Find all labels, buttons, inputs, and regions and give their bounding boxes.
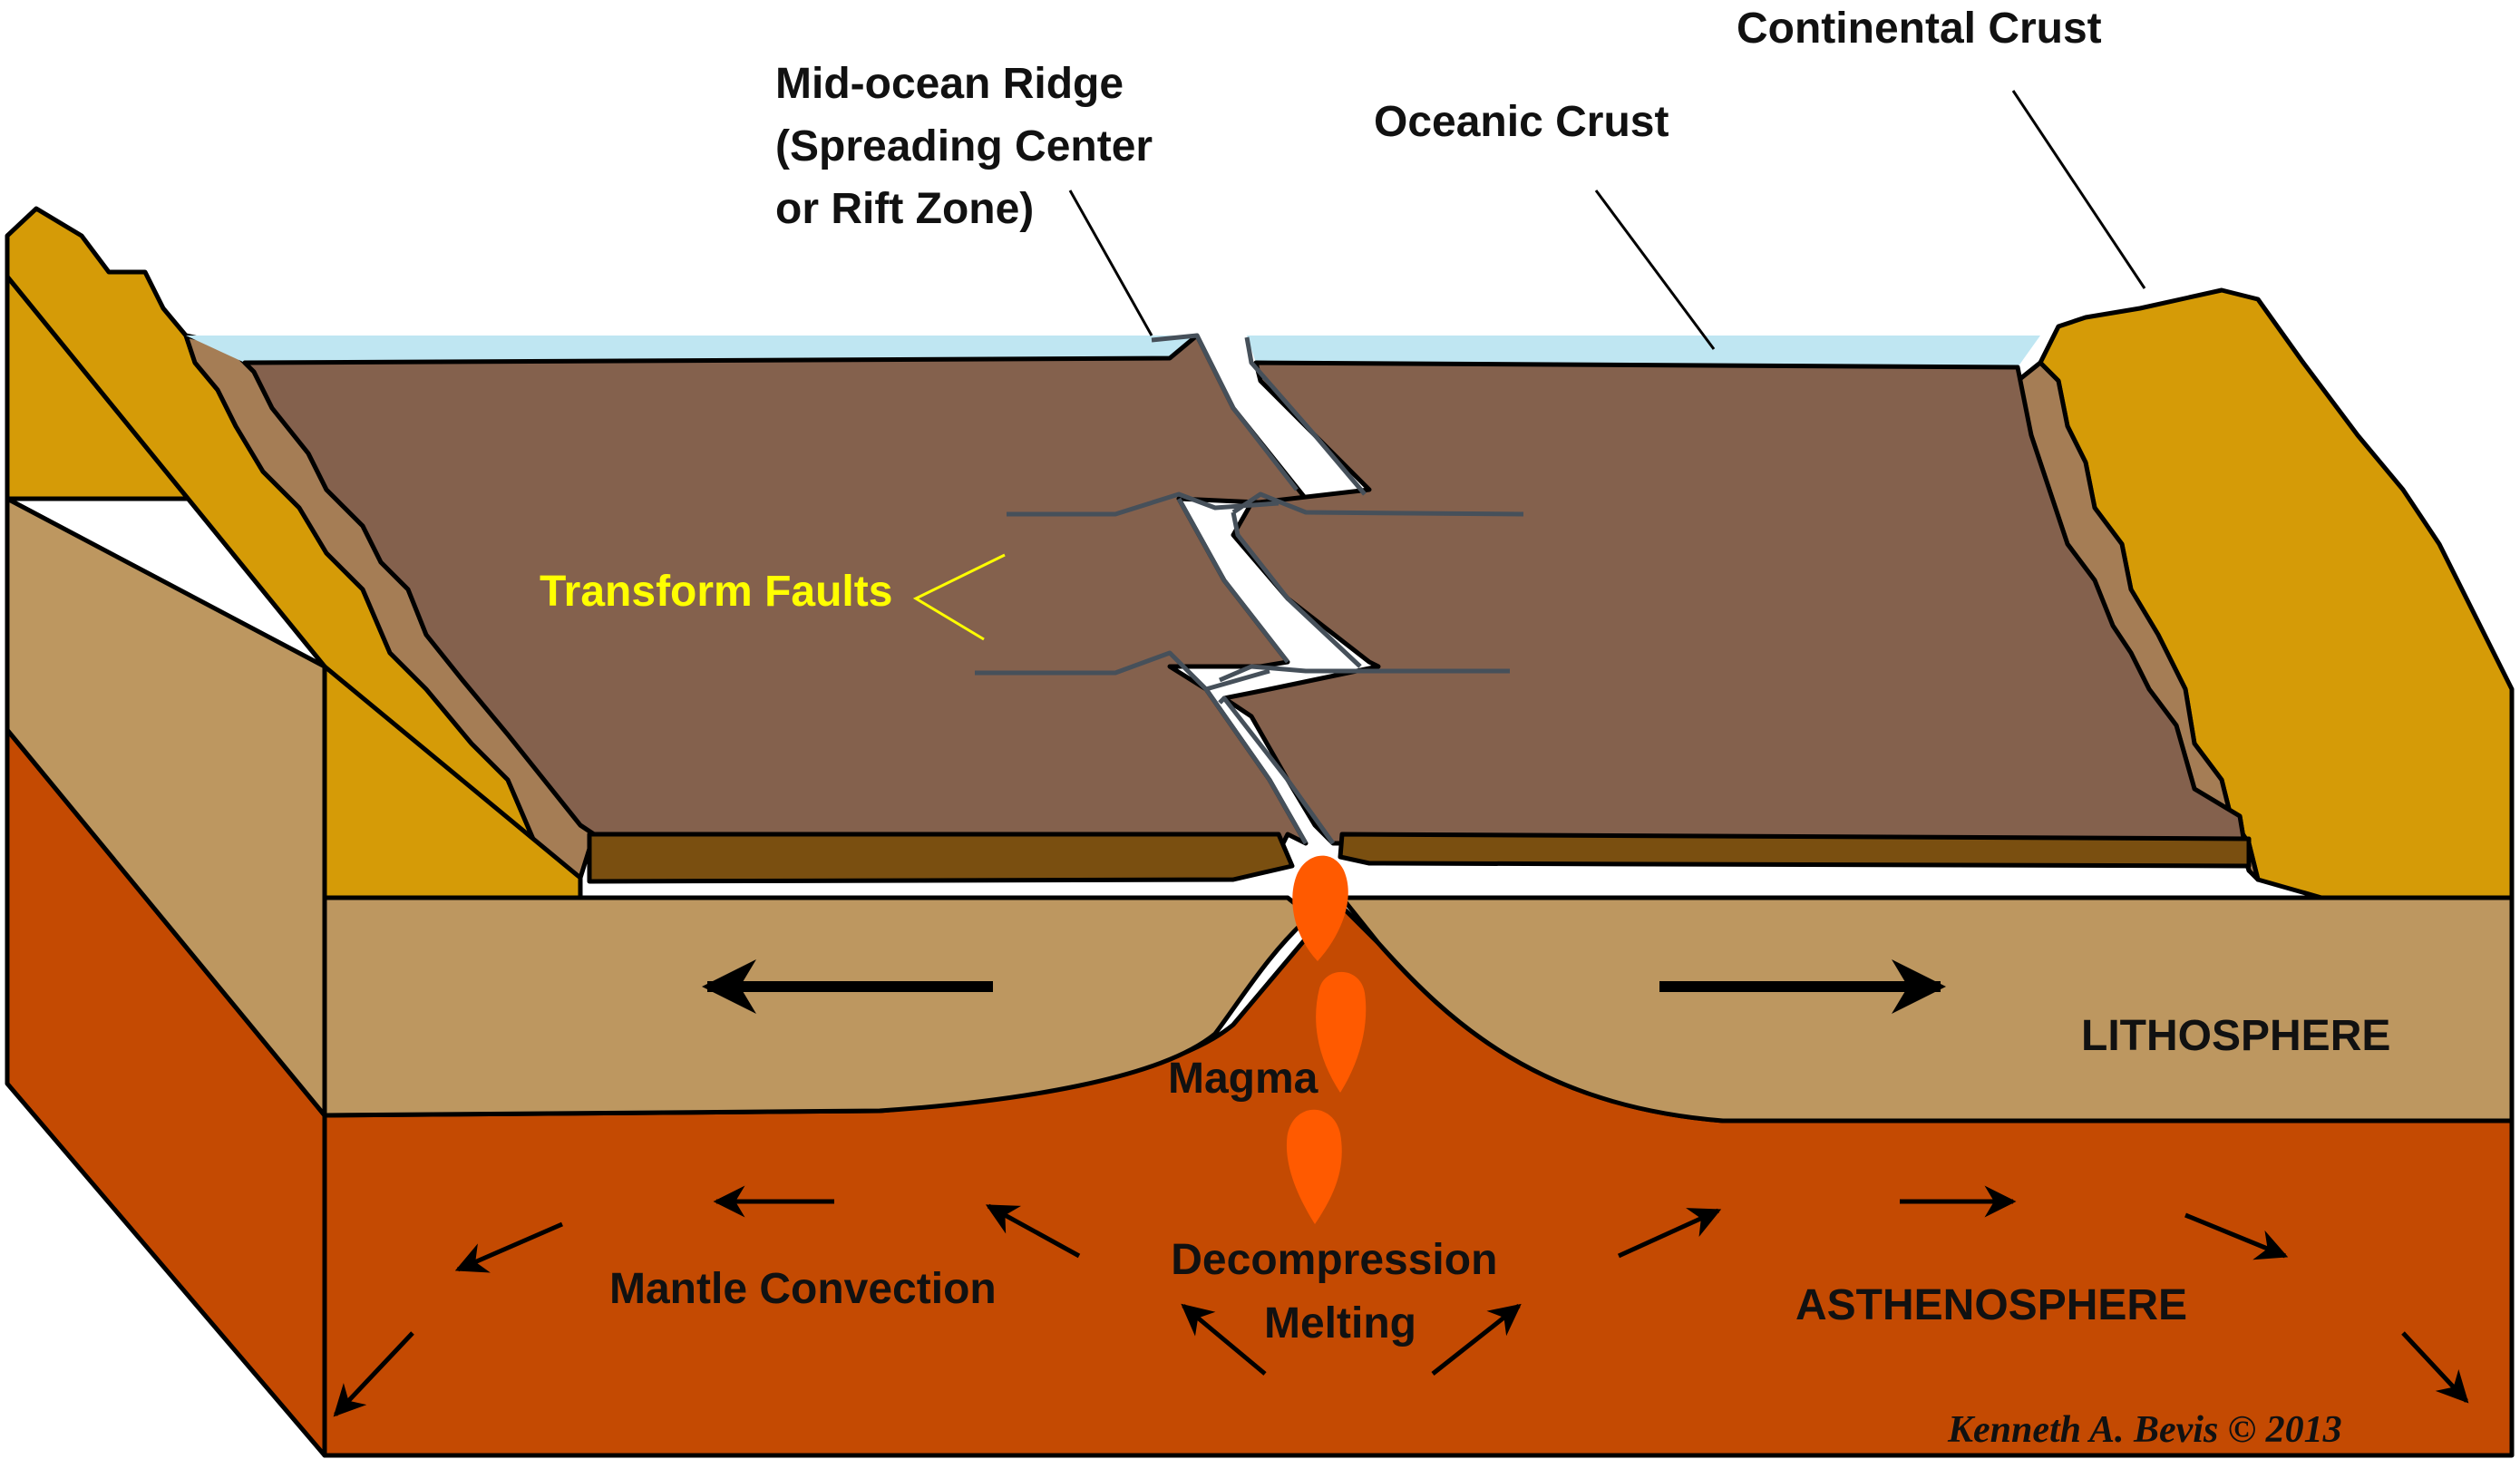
convection-arrow <box>1617 1208 1722 1259</box>
convection-arrow <box>2401 1331 2469 1404</box>
convection-arrow <box>1431 1303 1522 1376</box>
mid-ocean-ridge-label-line-3: or Rift Zone) <box>775 185 1034 233</box>
lithosphere-front-left <box>322 895 1313 1118</box>
mantle-convection-label: Mantle Convection <box>609 1265 997 1313</box>
mid-ocean-ridge-label: Mid-ocean Ridge (Spreading Center or Rif… <box>775 60 1164 233</box>
transform-faults-label: Transform Faults <box>540 568 892 616</box>
magma-blob-1 <box>1292 855 1348 961</box>
ridge-leader-line <box>1068 190 1153 336</box>
decompression-melting-label-line-2: Melting <box>1264 1299 1416 1347</box>
ridge-crest-segment-3 <box>1203 687 1336 845</box>
convection-arrow <box>985 1203 1081 1259</box>
convection-arrow <box>454 1221 563 1273</box>
decompression-melting-label-line-1: Decompression <box>1171 1236 1497 1284</box>
mid-ocean-ridge-label-line-1: Mid-ocean Ridge <box>775 60 1124 108</box>
leader-lines <box>912 90 2146 641</box>
convection-arrow <box>2184 1212 2289 1260</box>
left-continent <box>5 206 597 900</box>
transform-fault-lower <box>975 650 1510 692</box>
convection-arrows <box>333 1185 2469 1417</box>
convection-arrow <box>1181 1303 1267 1376</box>
magma <box>1286 855 1367 1224</box>
transform-faults-pointer <box>912 553 1006 641</box>
oceanic-crust <box>242 333 2252 884</box>
continental-crust-label: Continental Crust <box>1737 5 2102 53</box>
mid-ocean-ridge-label-line-2: (Spreading Center <box>775 122 1153 170</box>
magma-blob-2 <box>1316 971 1367 1093</box>
magma-blob-3 <box>1286 1109 1342 1224</box>
ocean-water-left <box>186 336 1197 363</box>
lithosphere-label: LITHOSPHERE <box>2081 1012 2390 1060</box>
crust-base-right <box>1338 832 2252 869</box>
oceanic-crust-label: Oceanic Crust <box>1374 98 1669 146</box>
convection-arrow <box>333 1331 414 1417</box>
ridge-crest-segment-2 <box>1176 497 1362 668</box>
crust-base-left <box>587 832 1295 884</box>
asthenosphere-label: ASTHENOSPHERE <box>1795 1281 2187 1329</box>
ridge-crest-segment-1 <box>1151 333 1367 496</box>
left-continent-front-face <box>322 664 583 900</box>
right-continent <box>2015 287 2515 900</box>
ocean-water <box>186 336 2040 367</box>
labels: Mid-ocean Ridge (Spreading Center or Rif… <box>540 5 2390 1451</box>
magma-label: Magma <box>1168 1055 1318 1103</box>
transform-fault-upper <box>1007 491 1524 517</box>
oceanic-crust-leader-line <box>1594 190 1716 350</box>
continental-crust-leader-line <box>2011 90 2146 289</box>
decompression-melting-label: Decompression Melting <box>1171 1236 1509 1347</box>
ridge-and-faults <box>975 333 1524 845</box>
ocean-water-right <box>1247 336 2040 367</box>
credit-label: Kenneth A. Bevis © 2013 <box>1947 1409 2342 1451</box>
